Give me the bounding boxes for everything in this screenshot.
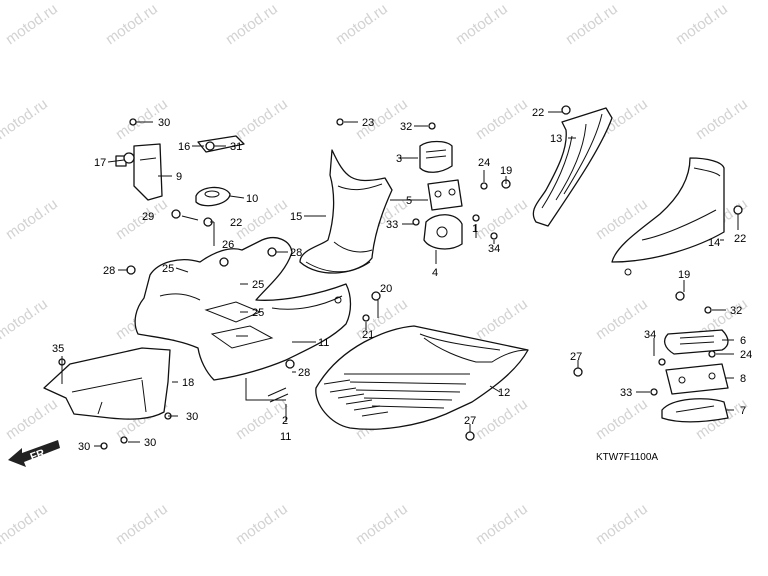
callout-28: 28 — [290, 247, 302, 259]
callout-35: 35 — [52, 343, 64, 355]
callout-27: 27 — [570, 351, 582, 363]
callout-28: 28 — [298, 367, 310, 379]
callout-24: 24 — [478, 157, 490, 169]
callout-29: 29 — [142, 211, 154, 223]
callout-33: 33 — [620, 387, 632, 399]
watermark: motod.ru — [473, 295, 531, 343]
watermark: motod.ru — [593, 500, 651, 548]
part-floor-side-cover — [611, 157, 725, 276]
part-bracket-9 — [133, 143, 163, 201]
watermark: motod.ru — [473, 195, 531, 243]
callout-31: 31 — [230, 141, 242, 153]
part-step-7 — [661, 398, 729, 423]
watermark: motod.ru — [3, 395, 61, 443]
callout-30: 30 — [78, 441, 90, 453]
callout-25: 25 — [252, 279, 264, 291]
part-rod-2 — [267, 387, 289, 403]
watermark: motod.ru — [593, 395, 651, 443]
callout-22: 22 — [532, 107, 544, 119]
part-center-undercover — [134, 237, 352, 381]
callout-18: 18 — [182, 377, 194, 389]
part-step-bracket-8 — [665, 363, 729, 395]
callout-19: 19 — [678, 269, 690, 281]
front-direction-arrow: FR. — [8, 440, 60, 467]
watermark: motod.ru — [593, 295, 651, 343]
callout-3: 3 — [396, 153, 402, 165]
watermark: motod.ru — [233, 95, 291, 143]
callout-25: 25 — [162, 263, 174, 275]
watermark: motod.ru — [3, 0, 61, 48]
fasteners — [58, 105, 743, 450]
part-lower-undercover — [43, 347, 171, 420]
callout-12: 12 — [498, 387, 510, 399]
callout-22: 22 — [734, 233, 746, 245]
watermark: motod.ru — [113, 500, 171, 548]
callout-4: 4 — [432, 267, 438, 279]
watermark: motod.ru — [333, 0, 391, 48]
watermark: motod.ru — [353, 500, 411, 548]
callout-11: 11 — [318, 337, 329, 349]
callout-10: 10 — [246, 193, 258, 205]
callout-24: 24 — [740, 349, 752, 361]
callout-16: 16 — [178, 141, 190, 153]
part-bracket-5 — [427, 179, 463, 211]
callout-27: 27 — [464, 415, 476, 427]
watermark: motod.ru — [0, 95, 51, 143]
watermark: motod.ru — [103, 0, 161, 48]
part-cap-10 — [195, 186, 231, 207]
callout-13: 13 — [550, 133, 562, 145]
part-step-pad-6 — [663, 329, 729, 355]
callout-17: 17 — [94, 157, 106, 169]
watermark: motod.ru — [473, 500, 531, 548]
callout-22: 22 — [230, 217, 242, 229]
direction-label: FR. — [29, 446, 50, 463]
diagram-code: KTW7F1100A — [596, 452, 658, 463]
watermark: motod.ru — [473, 395, 531, 443]
callout-33: 33 — [386, 219, 398, 231]
callout-19: 19 — [500, 165, 512, 177]
callout-21: 21 — [362, 329, 374, 341]
callout-26: 26 — [222, 239, 234, 251]
callout-2: 2 — [282, 415, 288, 427]
part-inner-front-cover — [299, 149, 393, 274]
callout-14: 14 — [708, 237, 720, 249]
callout-labels: 30 17 9 16 31 10 29 22 26 25 28 28 25 25… — [52, 107, 752, 453]
callout-28: 28 — [103, 265, 115, 277]
callout-34: 34 — [644, 329, 656, 341]
watermark: motod.ru — [563, 0, 621, 48]
callout-34: 34 — [488, 243, 500, 255]
part-panel-3 — [419, 140, 453, 173]
callout-8: 8 — [740, 373, 746, 385]
watermark: motod.ru — [473, 95, 531, 143]
callout-20: 20 — [380, 283, 392, 295]
callout-7: 7 — [740, 405, 746, 417]
callout-30: 30 — [158, 117, 170, 129]
watermark: motod.ru — [0, 500, 51, 548]
callout-25: 25 — [252, 307, 264, 319]
callout-9: 9 — [176, 171, 182, 183]
watermark: motod.ru — [453, 0, 511, 48]
callout-23: 23 — [362, 117, 374, 129]
callout-32: 32 — [400, 121, 412, 133]
part-mount-4 — [423, 214, 463, 250]
callout-32: 32 — [730, 305, 742, 317]
watermark: motod.ru — [233, 500, 291, 548]
part-floor-frame — [315, 325, 529, 430]
callout-6: 6 — [740, 335, 746, 347]
callout-11: 11 — [280, 431, 291, 443]
callout-30: 30 — [186, 411, 198, 423]
watermark: motod.ru — [0, 295, 51, 343]
watermark: motod.ru — [693, 95, 751, 143]
callout-30: 30 — [144, 437, 156, 449]
watermark: motod.ru — [3, 195, 61, 243]
callout-15: 15 — [290, 211, 302, 223]
leader-lines — [61, 111, 739, 447]
callout-1: 1 — [472, 223, 478, 235]
callout-5: 5 — [406, 195, 412, 207]
part-right-side-rail — [532, 107, 613, 227]
watermark: motod.ru — [223, 0, 281, 48]
watermark: motod.ru — [673, 0, 731, 48]
